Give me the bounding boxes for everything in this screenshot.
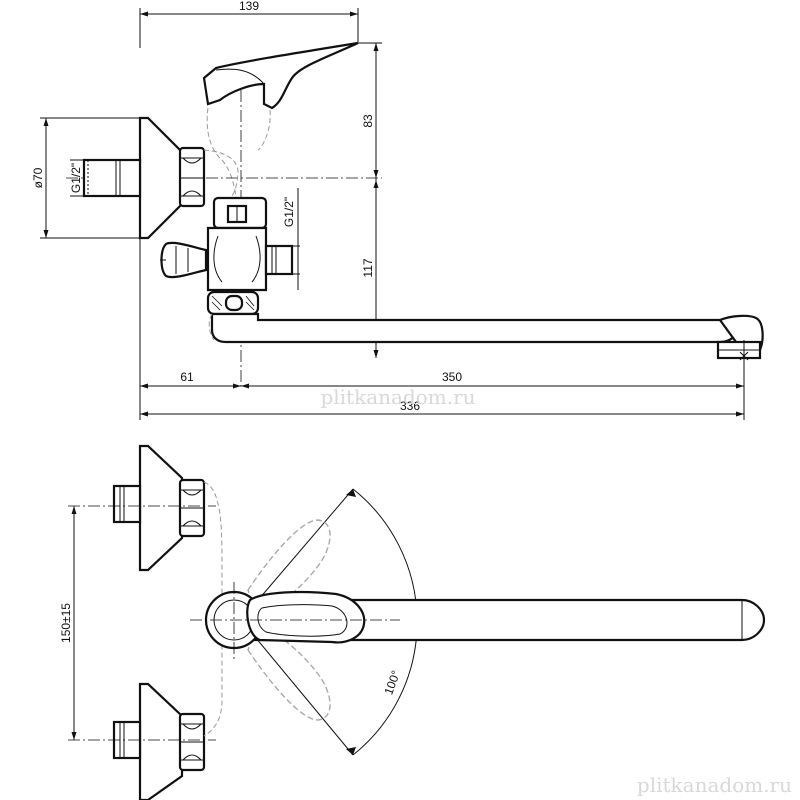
dimension-inlet-spacing: 150±15 xyxy=(59,506,77,740)
label-350: 350 xyxy=(442,370,462,384)
body-ghost-plan xyxy=(203,481,223,737)
dimension-lever-width: 139 xyxy=(139,0,359,48)
shower-outlet: G1/2" xyxy=(264,188,300,290)
wall-flange-upper xyxy=(68,444,216,572)
label-336: 336 xyxy=(400,399,420,413)
swivel-ring xyxy=(206,290,260,316)
hex-nut-top xyxy=(178,146,206,208)
label-83: 83 xyxy=(361,114,375,128)
label-thread-left: G1/2" xyxy=(69,163,83,193)
aerator-marker xyxy=(739,340,749,420)
watermark-center: plitkanadom.ru xyxy=(320,385,475,409)
watermark-corner: plitkanadom.ru xyxy=(637,773,792,797)
top-view: 139 83 117 xyxy=(31,0,764,420)
label-117: 117 xyxy=(361,258,375,277)
dimension-offset-and-spout: 61 350 xyxy=(139,238,744,420)
lever-handle xyxy=(202,41,359,197)
label-diameter: ø70 xyxy=(31,167,45,188)
spout-pipe-plan xyxy=(239,598,766,642)
label-angle: 100° xyxy=(381,668,403,696)
dimension-lever-height: 83 xyxy=(358,42,382,178)
spout-pipe-side xyxy=(208,312,764,360)
bottom-view: 150±15 100° xyxy=(59,444,792,800)
dimension-diameter: ø70 xyxy=(31,117,142,239)
lever-handle-plan xyxy=(246,590,366,644)
label-139: 139 xyxy=(239,0,259,13)
inlet-thread-pipe: G1/2" xyxy=(69,158,142,198)
label-thread-right: G1/2" xyxy=(282,197,296,227)
diverter-body xyxy=(206,226,268,292)
body-ghost-outline xyxy=(203,149,239,197)
wall-flange-lower xyxy=(68,682,216,800)
wall-flange-top xyxy=(138,116,184,240)
dimension-total-length: 336 xyxy=(140,399,744,417)
diverter-knob xyxy=(160,241,208,279)
label-61: 61 xyxy=(180,370,194,384)
label-150: 150±15 xyxy=(59,603,73,643)
diverter-cap xyxy=(212,196,268,230)
